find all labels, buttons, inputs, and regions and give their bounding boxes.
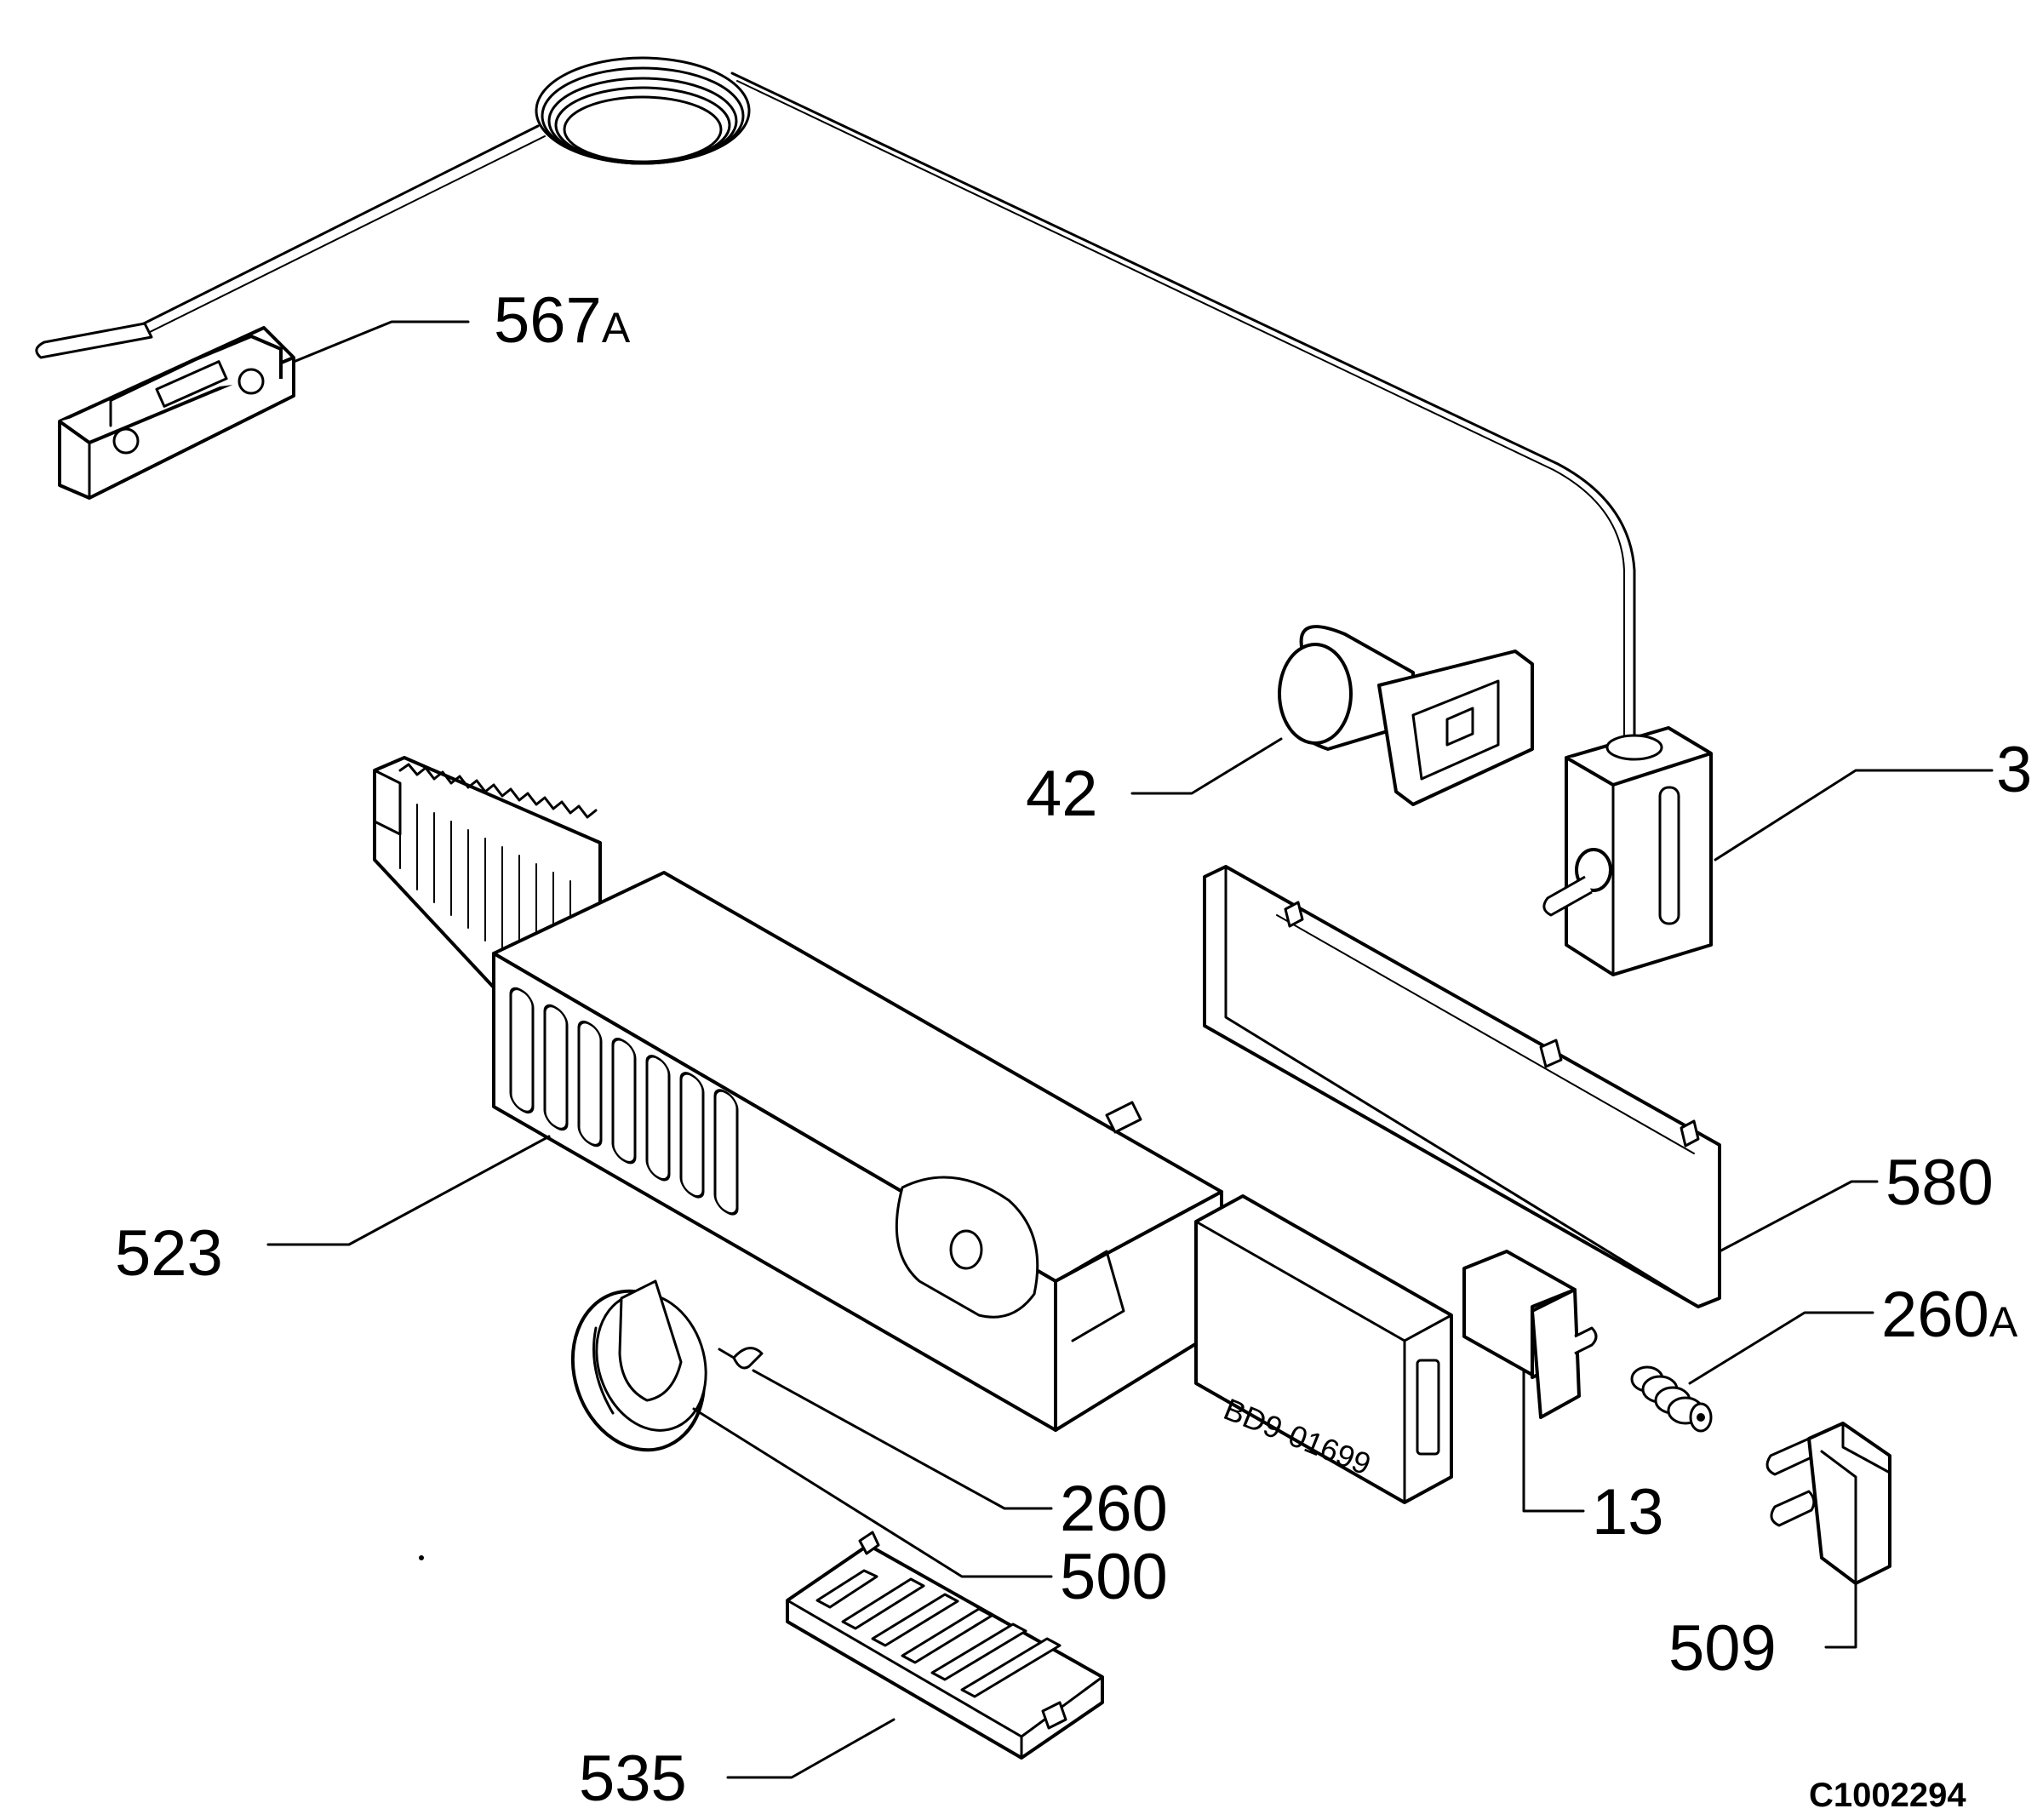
sensor-bulb bbox=[35, 322, 153, 359]
label-523: 523 bbox=[115, 1217, 223, 1290]
part-260a-spring bbox=[1630, 1365, 1713, 1433]
vent-slots bbox=[509, 987, 739, 1216]
part-567a-bracket bbox=[58, 326, 295, 500]
drawing-code: C1002294 bbox=[1809, 1777, 1966, 1814]
part-3-thermostat bbox=[1542, 726, 1713, 976]
grille-slots bbox=[815, 1569, 1062, 1698]
stray-dot bbox=[419, 1555, 424, 1560]
part-13-switch bbox=[1462, 1250, 1598, 1419]
part-42-lamp-holder bbox=[1278, 625, 1534, 806]
label-509: 509 bbox=[1668, 1612, 1777, 1685]
label-567a: 567A bbox=[494, 284, 631, 357]
label-567a-suffix: A bbox=[602, 304, 631, 352]
cover-block: BD9-01699 bbox=[1194, 1194, 1453, 1504]
label-580: 580 bbox=[1886, 1147, 1994, 1219]
part-509-button bbox=[1765, 1422, 1891, 1585]
part-260-clip bbox=[718, 1347, 764, 1370]
label-260a-suffix: A bbox=[1989, 1298, 2018, 1346]
label-567a-number: 567 bbox=[494, 284, 602, 357]
label-260a: 260A bbox=[1881, 1279, 2018, 1351]
part-500-knob bbox=[570, 1279, 707, 1452]
label-500: 500 bbox=[1060, 1541, 1168, 1613]
rear-fins bbox=[398, 763, 598, 954]
label-260: 260 bbox=[1060, 1473, 1168, 1545]
label-260a-number: 260 bbox=[1881, 1279, 1989, 1351]
capillary-tube bbox=[35, 56, 1636, 738]
part-535-grille bbox=[786, 1531, 1104, 1760]
capillary-coil bbox=[535, 56, 751, 165]
part-523-housing bbox=[373, 756, 1223, 1432]
label-13: 13 bbox=[1592, 1476, 1664, 1548]
label-3: 3 bbox=[1996, 734, 2032, 806]
part-580-circuit-board bbox=[1203, 865, 1721, 1308]
label-535: 535 bbox=[579, 1743, 687, 1815]
label-42: 42 bbox=[1026, 758, 1098, 830]
